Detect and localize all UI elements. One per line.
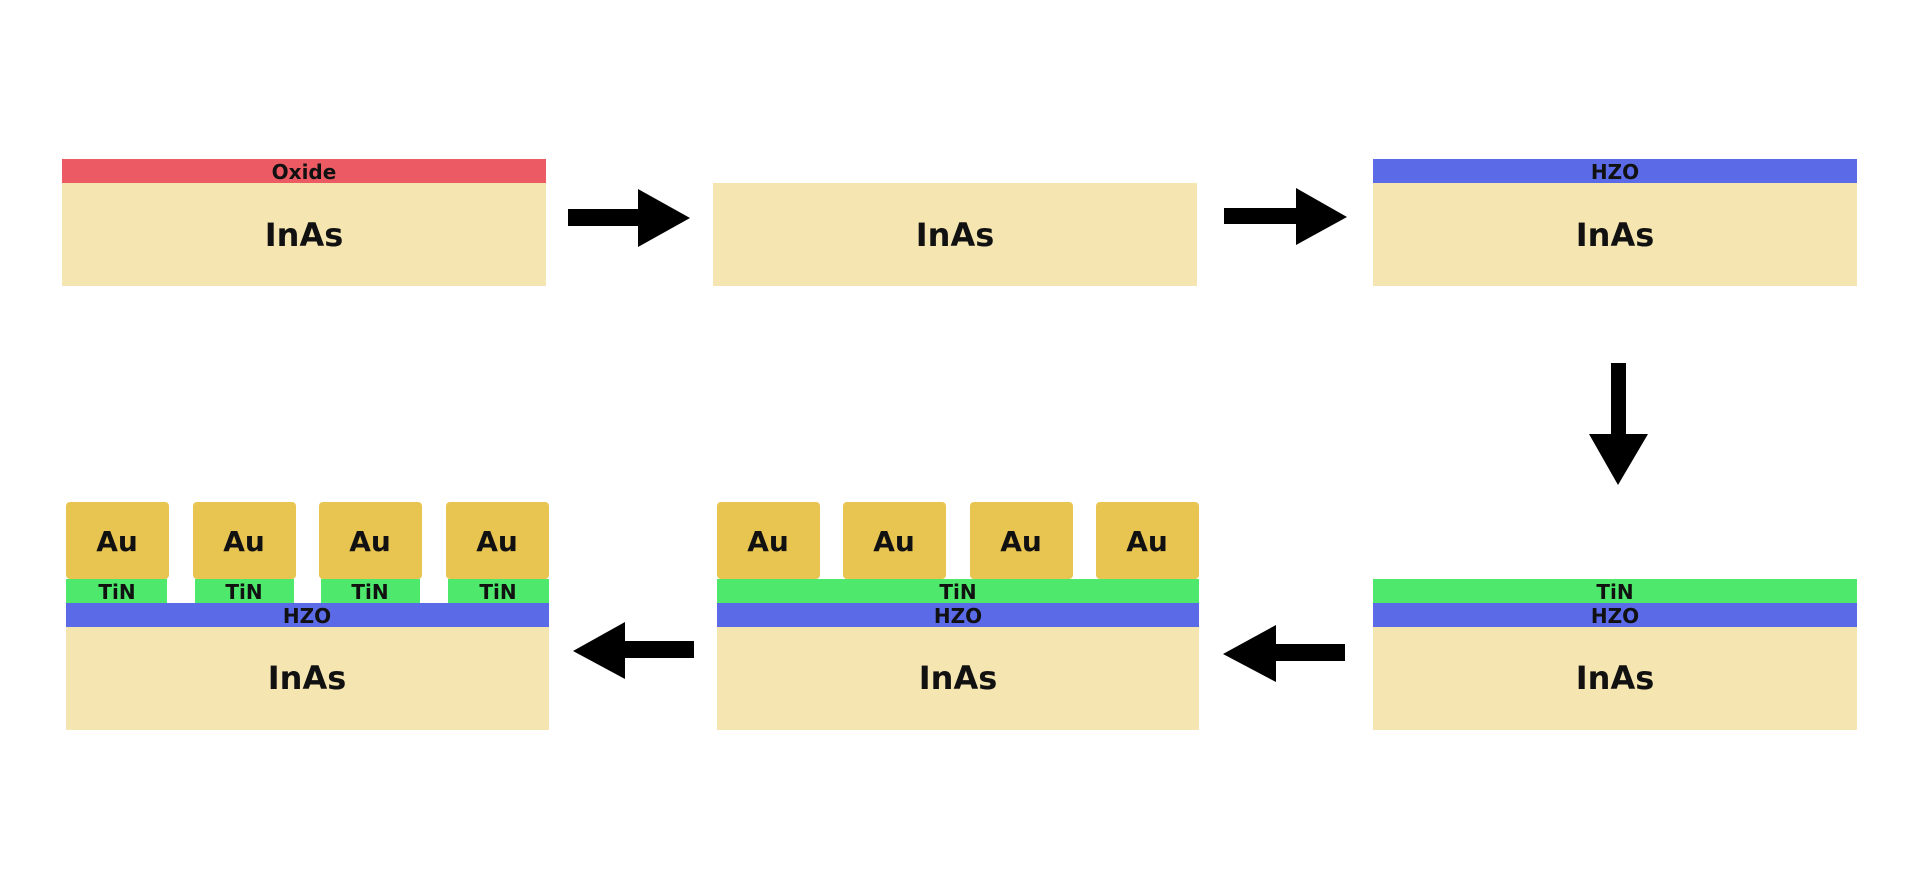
tin-label: TiN bbox=[479, 580, 516, 604]
hzo-label: HZO bbox=[1591, 604, 1639, 628]
inas-substrate bbox=[713, 183, 1197, 286]
inas-substrate bbox=[1373, 183, 1857, 286]
inas-label: InAs bbox=[268, 659, 347, 697]
step-4-tin-deposition: TiN HZO InAs bbox=[1373, 579, 1857, 730]
tin-layer bbox=[195, 579, 294, 603]
inas-substrate bbox=[1373, 627, 1857, 730]
hzo-layer bbox=[1373, 603, 1857, 627]
inas-substrate bbox=[66, 627, 549, 730]
tin-layer bbox=[448, 579, 549, 603]
au-pad bbox=[319, 502, 422, 579]
oxide-layer bbox=[62, 159, 546, 183]
inas-label: InAs bbox=[265, 216, 344, 254]
arrow-right-icon bbox=[1224, 188, 1347, 245]
step-5-au-pads: Au Au Au Au TiN HZO InAs bbox=[717, 502, 1199, 730]
tin-label: TiN bbox=[98, 580, 135, 604]
inas-label: InAs bbox=[1576, 216, 1655, 254]
hzo-layer bbox=[66, 603, 549, 627]
au-label: Au bbox=[873, 525, 915, 558]
oxide-label: Oxide bbox=[272, 160, 337, 184]
arrow-left-icon bbox=[1223, 625, 1345, 682]
au-pad bbox=[717, 502, 820, 579]
step-1-native-oxide: Oxide InAs bbox=[62, 159, 546, 286]
step-3-hzo-deposition: HZO InAs bbox=[1373, 159, 1857, 286]
au-label: Au bbox=[349, 525, 391, 558]
hzo-layer bbox=[717, 603, 1199, 627]
arrow-down-icon bbox=[1589, 363, 1648, 485]
hzo-label: HZO bbox=[1591, 160, 1639, 184]
au-label: Au bbox=[1126, 525, 1168, 558]
hzo-layer bbox=[1373, 159, 1857, 183]
step-6-tin-etch: Au Au Au Au TiN TiN TiN TiN HZO InAs bbox=[66, 502, 549, 730]
tin-layer bbox=[1373, 579, 1857, 603]
inas-substrate bbox=[62, 183, 546, 286]
inas-substrate bbox=[717, 627, 1199, 730]
arrow-right-icon bbox=[568, 189, 690, 247]
au-pad bbox=[970, 502, 1073, 579]
au-label: Au bbox=[476, 525, 518, 558]
tin-label: TiN bbox=[225, 580, 262, 604]
tin-label: TiN bbox=[939, 580, 976, 604]
step-2-oxide-removed: InAs bbox=[713, 183, 1197, 286]
au-pad bbox=[1096, 502, 1199, 579]
au-pad bbox=[66, 502, 169, 579]
au-pad bbox=[843, 502, 946, 579]
au-label: Au bbox=[747, 525, 789, 558]
tin-layer bbox=[321, 579, 420, 603]
au-label: Au bbox=[96, 525, 138, 558]
inas-label: InAs bbox=[1576, 659, 1655, 697]
hzo-label: HZO bbox=[283, 604, 331, 628]
au-label: Au bbox=[1000, 525, 1042, 558]
hzo-label: HZO bbox=[934, 604, 982, 628]
au-label: Au bbox=[223, 525, 265, 558]
tin-layer bbox=[717, 579, 1199, 603]
inas-label: InAs bbox=[919, 659, 998, 697]
au-pad bbox=[446, 502, 549, 579]
au-pad bbox=[193, 502, 296, 579]
arrow-left-icon bbox=[573, 622, 694, 679]
tin-label: TiN bbox=[351, 580, 388, 604]
inas-label: InAs bbox=[916, 216, 995, 254]
tin-label: TiN bbox=[1596, 580, 1633, 604]
tin-layer bbox=[66, 579, 167, 603]
